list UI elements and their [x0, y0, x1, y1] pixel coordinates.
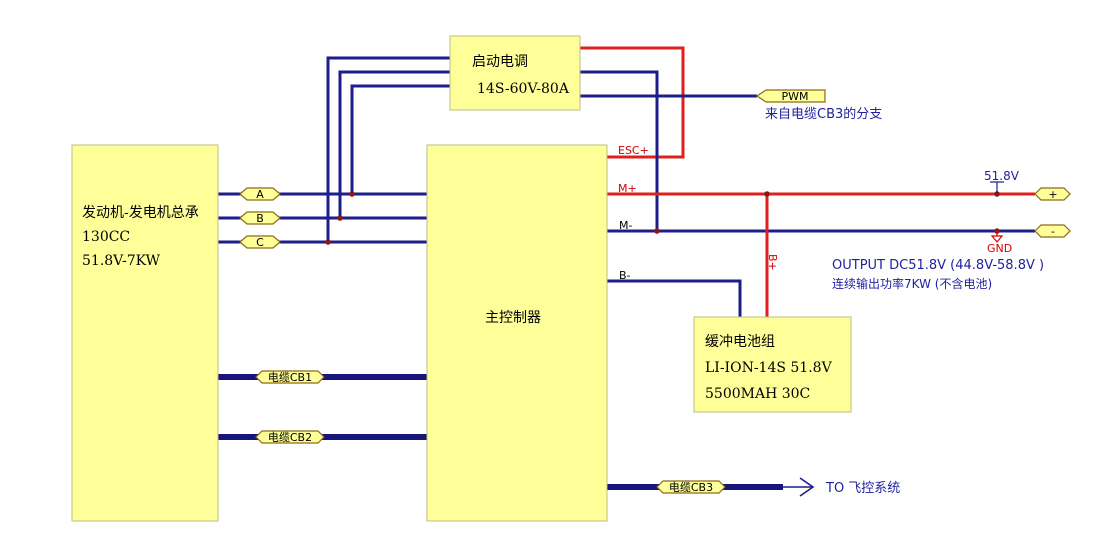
esc-spec: 14S-60V-80A [477, 81, 570, 97]
to-fc-arrow-icon [799, 477, 815, 497]
battery-title: 缓冲电池组 [705, 334, 775, 350]
cable-label-cb2: 电缆CB2 [255, 430, 325, 444]
voltage-label: 51.8V [984, 169, 1020, 183]
to-flight-control-label: TO 飞控系统 [825, 481, 900, 496]
junction-dot [337, 215, 343, 221]
svg-text:C: C [256, 236, 264, 249]
phase-label-c: C [239, 235, 281, 249]
svg-text:A: A [256, 188, 264, 201]
esc-branch-a [350, 84, 450, 194]
svg-text:电缆CB3: 电缆CB3 [669, 481, 713, 494]
phase-label-a: A [239, 187, 281, 201]
junction-dot [764, 191, 770, 197]
output-power-note: 连续输出功率7KW (不含电池) [832, 276, 992, 291]
svg-text:电缆CB1: 电缆CB1 [268, 371, 312, 384]
buffer-battery-block: 缓冲电池组 LI-ION-14S 51.8V 5500MAH 30C [693, 316, 852, 413]
svg-text:+: + [1048, 188, 1057, 201]
pin-m-plus: M+ [618, 182, 637, 195]
svg-text:PWM: PWM [781, 90, 808, 103]
output-spec: OUTPUT DC51.8V (44.8V-58.8V ) [832, 258, 1044, 273]
esc-branch-c [326, 56, 450, 242]
ground-symbol-icon [990, 231, 1004, 243]
pwm-port: PWM [755, 89, 826, 103]
pin-m-minus: M- [619, 219, 632, 232]
svg-text:-: - [1051, 225, 1055, 238]
battery-spec: LI-ION-14S 51.8V [705, 360, 833, 376]
b-minus-wire [607, 279, 742, 317]
pin-b-plus: B+ [766, 254, 779, 271]
engine-title: 发动机-发电机总承 [82, 205, 199, 221]
esc-branch-b [338, 70, 450, 218]
pwm-note: 来自电缆CB3的分支 [765, 106, 882, 122]
svg-text:B: B [256, 212, 264, 225]
esc-title: 启动电调 [472, 54, 528, 70]
pin-b-minus: B- [619, 269, 631, 282]
engine-displacement: 130CC [82, 229, 130, 245]
junction-dot [349, 191, 355, 197]
junction-dot [325, 239, 331, 245]
junction-dot [654, 228, 660, 234]
esc-block: 启动电调 14S-60V-80A [449, 35, 581, 111]
cable-label-cb3: 电缆CB3 [656, 480, 726, 494]
phase-label-b: B [239, 211, 281, 225]
engine-generator-block: 发动机-发电机总承 130CC 51.8V-7KW [71, 144, 219, 522]
esc-minus-wire [580, 70, 659, 231]
battery-capacity: 5500MAH 30C [705, 386, 810, 402]
power-symbol-icon [990, 181, 1004, 194]
controller-label: 主控制器 [485, 310, 541, 326]
output-plus-port: + [1034, 187, 1071, 201]
gnd-label: GND [987, 242, 1012, 255]
pin-esc-plus: ESC+ [618, 144, 649, 157]
esc-plus-wire [580, 46, 685, 159]
svg-text:电缆CB2: 电缆CB2 [268, 431, 312, 444]
main-controller-block: 主控制器 [426, 144, 608, 522]
cable-label-cb1: 电缆CB1 [255, 370, 325, 384]
engine-rating: 51.8V-7KW [82, 253, 161, 269]
output-minus-port: - [1034, 224, 1071, 238]
